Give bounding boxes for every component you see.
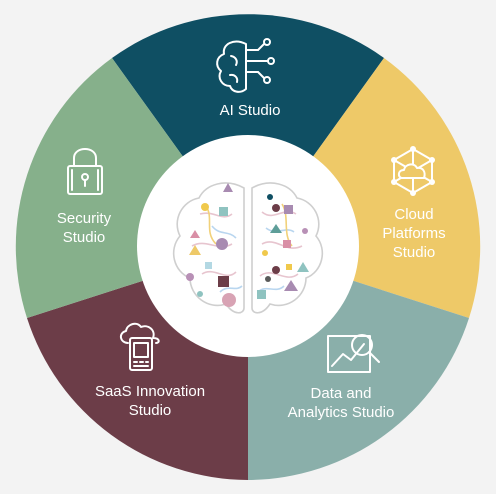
padlock-icon	[67, 148, 103, 195]
center-circle	[137, 135, 359, 357]
data-analytics-label-line2: Analytics Studio	[288, 404, 395, 421]
cloud-network-icon	[391, 146, 435, 196]
chart-magnifier-icon	[327, 334, 380, 373]
cloud-platforms-label-line2: Platforms	[382, 225, 445, 242]
security-label-line2: Studio	[63, 229, 106, 246]
ai-studio-label: AI Studio	[220, 102, 281, 119]
saas-innovation-label-line1: SaaS Innovation	[95, 383, 205, 400]
cloud-platforms-label-line1: Cloud	[394, 206, 433, 223]
brain-circuit-icon	[216, 38, 275, 93]
colorful-brain-icon	[172, 182, 324, 314]
saas-innovation-label-line2: Studio	[129, 402, 172, 419]
security-label-line1: Security	[57, 210, 112, 227]
cloud-platforms-label-line3: Studio	[393, 244, 436, 261]
cloud-tablet-icon	[120, 322, 160, 371]
segment-ai-studio	[112, 14, 384, 248]
data-analytics-label-line1: Data and	[311, 385, 372, 402]
